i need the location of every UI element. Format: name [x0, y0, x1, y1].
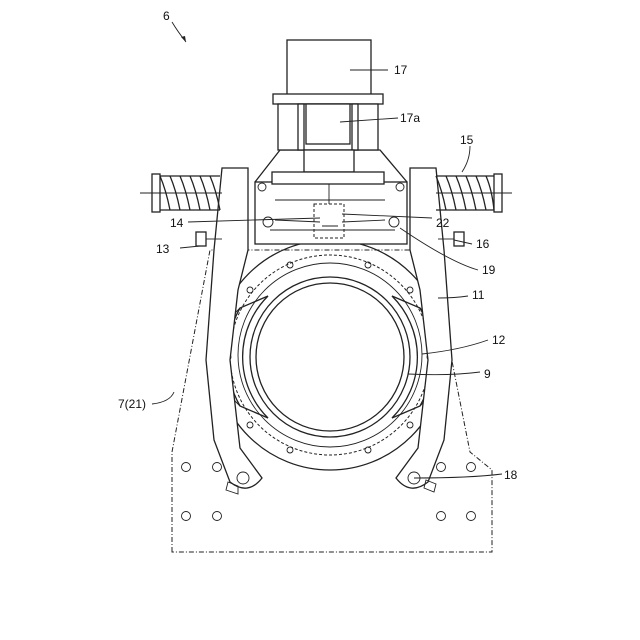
label-drum-lining: 12 [492, 333, 506, 347]
spring-right [436, 174, 512, 212]
drum-9 [250, 277, 410, 437]
label-pin-left: 14 [170, 216, 184, 230]
label-ring: 11 [472, 288, 485, 302]
label-motor: 17 [394, 63, 408, 77]
label-spring: 15 [460, 133, 474, 147]
label-pivot: 19 [482, 263, 496, 277]
label-actuator: 22 [436, 216, 450, 230]
label-bolt-left: 13 [156, 242, 170, 256]
label-drum: 9 [484, 367, 491, 381]
spring-left [140, 174, 222, 212]
label-bolt-right: 16 [476, 237, 490, 251]
label-frame: 7(21) [118, 397, 146, 411]
brake-arm-left [206, 168, 262, 494]
label-assembly: 6 [163, 9, 170, 23]
label-arm-pivot: 18 [504, 468, 518, 482]
motor-17 [272, 40, 384, 204]
label-motor-sub: 17a [400, 111, 420, 125]
